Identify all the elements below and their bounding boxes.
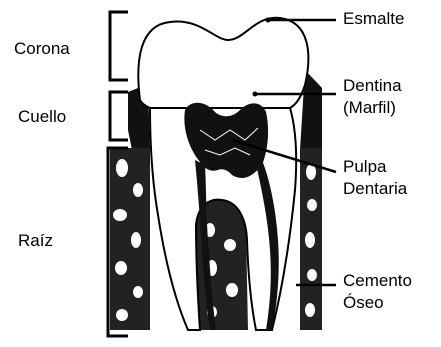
label-corona: Corona <box>14 38 70 59</box>
label-dentina-line1: Dentina <box>343 75 402 96</box>
leader-dentina-dot <box>253 92 258 97</box>
leader-esmalte-dot <box>266 18 271 23</box>
label-esmalte: Esmalte <box>343 8 404 29</box>
label-cuello: Cuello <box>18 106 66 127</box>
label-dentina-line2: (Marfil) <box>343 97 396 118</box>
label-pulpa-line1: Pulpa <box>343 156 386 177</box>
bracket-cuello <box>110 92 128 140</box>
label-pulpa-line2: Dentaria <box>343 178 407 199</box>
label-cemento-line1: Cemento <box>343 270 412 291</box>
label-cemento-line2: Óseo <box>343 292 384 313</box>
bracket-corona <box>110 12 128 80</box>
label-raiz: Raíz <box>18 230 53 251</box>
